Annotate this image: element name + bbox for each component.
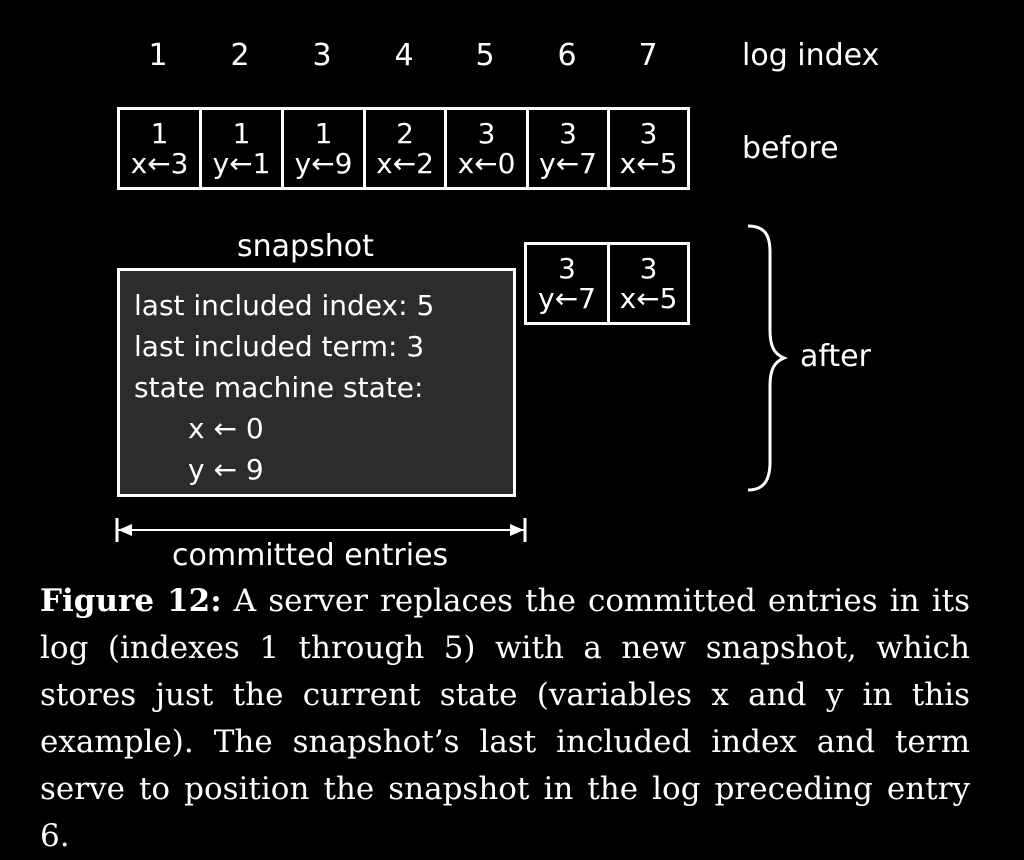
after-label: after (800, 339, 871, 374)
committed-entries-label: committed entries (172, 538, 449, 573)
entry-term: 1 (150, 116, 169, 150)
entry-command: y←1 (212, 146, 271, 180)
snapshot-state-x: x ← 0 (188, 412, 264, 445)
log-index-5: 5 (475, 38, 495, 73)
figure-number: Figure 12: (40, 583, 222, 619)
after-entry-6: 3 y←7 (524, 242, 610, 325)
entry-command: x←5 (619, 146, 678, 180)
figure-caption: Figure 12: A server replaces the committ… (40, 578, 970, 860)
caption-text: A server replaces the committed entries … (40, 583, 971, 854)
before-entry-2: 1 y←1 (199, 107, 284, 190)
before-entry-6: 3 y←7 (526, 107, 610, 190)
after-brace (747, 224, 789, 492)
entry-term: 2 (396, 116, 414, 150)
entry-command: y←7 (539, 146, 597, 180)
snapshot-last-included-index: last included index: 5 (134, 289, 435, 322)
entry-command: y←9 (294, 146, 353, 180)
entry-term: 3 (639, 116, 658, 150)
before-entry-7: 3 x←5 (607, 107, 690, 190)
committed-span-arrow (115, 518, 527, 542)
log-index-1: 1 (148, 38, 168, 73)
log-index-6: 6 (557, 38, 577, 73)
before-entry-1: 1 x←3 (117, 107, 202, 190)
entry-term: 3 (559, 116, 577, 150)
snapshot-state-y: y ← 9 (188, 453, 264, 486)
entry-command: x←2 (376, 146, 434, 180)
log-index-2: 2 (230, 38, 250, 73)
entry-term: 3 (558, 251, 576, 285)
log-index-4: 4 (394, 38, 414, 73)
before-entry-3: 1 y←9 (281, 107, 366, 190)
entry-command: x←0 (457, 146, 516, 180)
snapshot-title: snapshot (237, 229, 374, 264)
entry-term: 3 (639, 251, 658, 285)
snapshot-last-included-term: last included term: 3 (134, 330, 425, 363)
entry-command: y←7 (538, 281, 596, 315)
before-label: before (742, 131, 839, 166)
log-index-3: 3 (312, 38, 332, 73)
snapshot-box: last included index: 5 last included ter… (117, 268, 516, 497)
entry-term: 1 (314, 116, 333, 150)
entry-term: 3 (477, 116, 496, 150)
entry-command: x←5 (619, 281, 678, 315)
before-entry-4: 2 x←2 (363, 107, 447, 190)
after-entry-7: 3 x←5 (607, 242, 690, 325)
log-index-label: log index (742, 38, 880, 73)
entry-term: 1 (232, 116, 251, 150)
log-index-7: 7 (638, 38, 658, 73)
entry-command: x←3 (130, 146, 189, 180)
snapshot-state-heading: state machine state: (134, 371, 424, 404)
before-entry-5: 3 x←0 (444, 107, 529, 190)
